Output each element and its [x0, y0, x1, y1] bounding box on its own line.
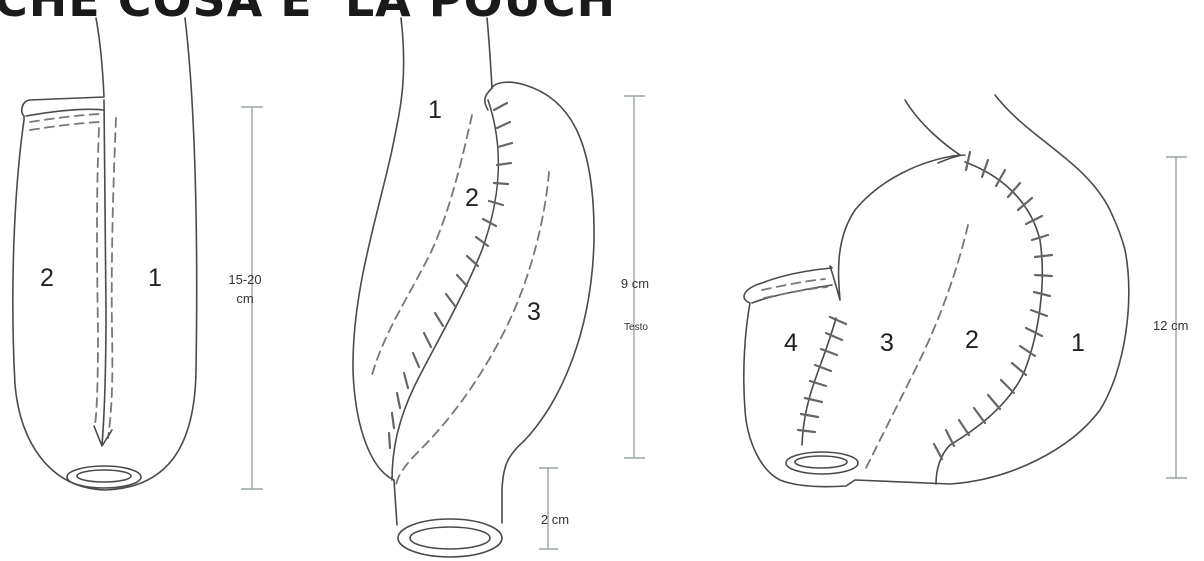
j-pouch-staple-top-2	[30, 122, 100, 130]
s-pouch-anus-outer	[398, 519, 502, 557]
w-pouch-rim-staple-2	[764, 287, 827, 298]
j-pouch-anus-inner	[77, 470, 131, 482]
j-pouch-measure-value: 15-20	[228, 272, 261, 287]
w-pouch-outline	[744, 155, 1129, 487]
s-pouch-staple-1	[372, 115, 472, 375]
w-pouch-rim	[752, 285, 832, 303]
s-pouch-suture-stitches	[389, 103, 512, 448]
w-pouch-diagram: 4 3 2 1 12 cm	[744, 95, 1189, 487]
w-pouch-label-2: 2	[965, 326, 979, 354]
j-pouch-staple-top-1	[30, 114, 100, 122]
s-pouch-outline-right	[487, 18, 594, 523]
w-pouch-suture-left	[802, 318, 836, 445]
w-pouch-label-3: 3	[880, 329, 894, 357]
w-pouch-label-1: 1	[1071, 329, 1085, 357]
s-pouch-anus-inner	[410, 527, 490, 549]
s-pouch-outline-left	[353, 18, 404, 525]
s-pouch-outlet-label: 2 cm	[541, 512, 569, 527]
s-pouch-label-1: 1	[428, 96, 442, 124]
j-pouch-diagram: 2 1 15-20 cm	[13, 18, 263, 490]
j-pouch-staple-left	[95, 128, 99, 425]
j-pouch-label-1: 1	[148, 264, 162, 292]
w-pouch-ileum-left	[905, 100, 960, 155]
s-pouch-diagram: 1 2 3 9 cm Testo 2 cm	[353, 18, 649, 557]
s-pouch-label-2: 2	[465, 184, 479, 212]
w-pouch-suture-right	[936, 162, 1042, 484]
w-pouch-anus-inner	[795, 456, 847, 468]
w-pouch-suture-left-stitches	[798, 317, 846, 432]
j-pouch-staple-right	[108, 118, 116, 438]
j-pouch-label-2: 2	[40, 264, 54, 292]
j-pouch-septum	[102, 100, 106, 445]
w-pouch-measure-label: 12 cm	[1153, 318, 1188, 333]
j-pouch-measure-unit: cm	[236, 291, 253, 306]
w-pouch-label-4: 4	[784, 329, 798, 357]
s-pouch-measure-sublabel: Testo	[624, 322, 648, 333]
s-pouch-label-3: 3	[527, 298, 541, 326]
s-pouch-measure-value: 9 cm	[621, 276, 649, 291]
